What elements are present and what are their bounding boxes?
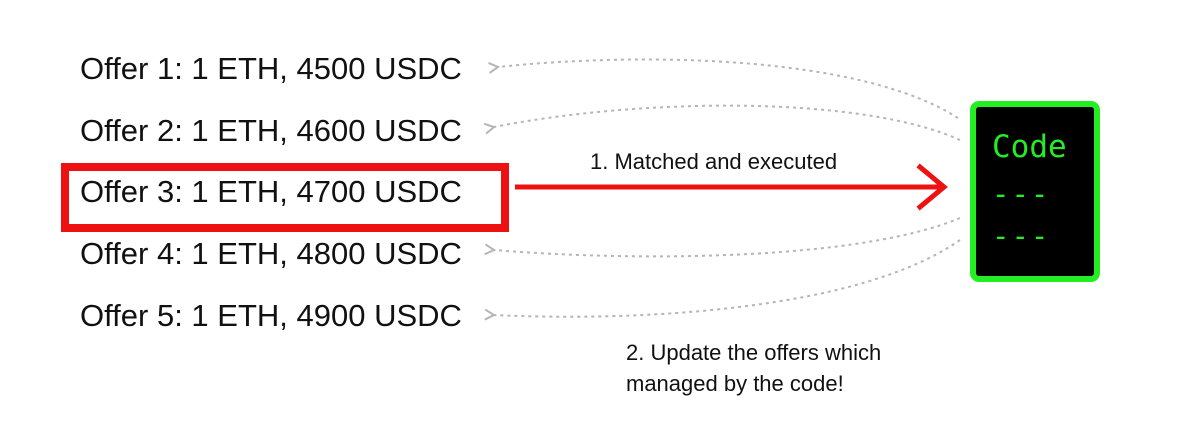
offer-2-label: Offer 2: 1 ETH, 4600 USDC	[80, 113, 462, 148]
offer-1-label: Offer 1: 1 ETH, 4500 USDC	[80, 51, 462, 86]
matched-note: 1. Matched and executed	[590, 149, 838, 174]
code-title: Code	[992, 129, 1067, 165]
update-note-line-2: managed by the code!	[626, 371, 844, 396]
update-arrow-offer-1	[498, 58, 959, 119]
offer-3-label: Offer 3: 1 ETH, 4700 USDC	[80, 174, 462, 209]
update-arrow-offer-5	[494, 239, 961, 317]
update-note-line-1: 2. Update the offers which	[626, 340, 882, 365]
update-arrow-offer-2	[494, 104, 961, 141]
update-note: 2. Update the offers which managed by th…	[626, 337, 881, 399]
offer-4-label: Offer 4: 1 ETH, 4800 USDC	[80, 236, 462, 271]
selected-offer-highlight	[61, 163, 509, 232]
matched-arrow-head	[916, 163, 948, 211]
offer-5-label: Offer 5: 1 ETH, 4900 USDC	[80, 298, 462, 333]
update-arrow-offer-4	[494, 217, 961, 258]
code-box: Code --- ---	[970, 101, 1100, 282]
code-line-2: ---	[992, 219, 1051, 253]
code-line-1: ---	[992, 177, 1051, 211]
